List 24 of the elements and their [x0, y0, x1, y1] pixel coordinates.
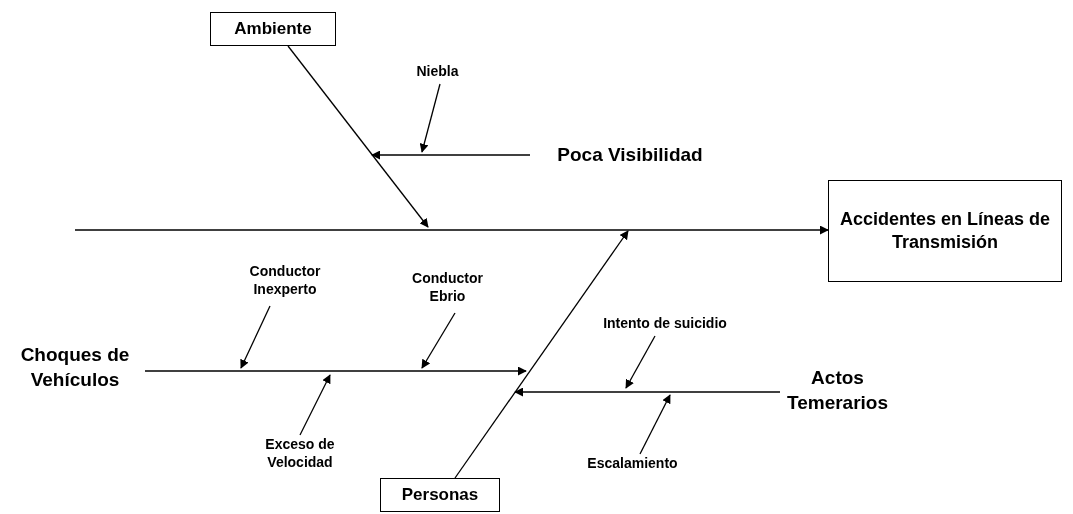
cause-label: Conductor Inexperto: [225, 262, 345, 306]
arrow: [419, 83, 441, 153]
arrow: [74, 225, 829, 235]
category-box: Ambiente: [210, 12, 336, 46]
cause-label: Intento de suicidio: [575, 314, 755, 336]
cause-label: Exceso de Velocidad: [245, 435, 355, 505]
arrow: [144, 366, 527, 376]
arrow: [639, 394, 671, 455]
arrow: [287, 45, 429, 228]
category-box: Personas: [380, 478, 500, 512]
cause-label: Niebla: [405, 62, 470, 84]
effect-box: Accidentes en Líneas de Transmisión: [828, 180, 1062, 282]
cause-label: Conductor Ebrio: [405, 269, 490, 313]
arrow: [371, 150, 531, 160]
cause-label: Escalamiento: [570, 454, 695, 476]
arrow: [421, 312, 456, 369]
arrow: [299, 374, 331, 436]
category-label: Choques de Vehículos: [5, 343, 145, 393]
cause-label: Actos Temerarios: [775, 366, 900, 416]
arrow: [625, 335, 656, 389]
cause-label: Poca Visibilidad: [530, 143, 730, 169]
arrow: [514, 387, 781, 397]
arrow: [454, 230, 629, 479]
arrow: [240, 305, 271, 369]
